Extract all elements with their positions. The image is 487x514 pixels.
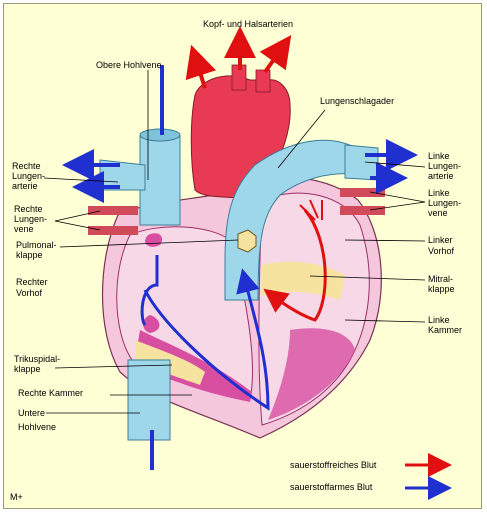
arrow-head-neck-3: [259, 34, 292, 74]
leader-trikuspidalklappe: [54, 364, 173, 369]
label-rechte-lungenvene: Rechte Lungen- vene: [14, 204, 50, 234]
leader-rechte-lungenvene-1: [54, 210, 101, 222]
label-linker-vorhof: Linker Vorhof: [428, 235, 455, 256]
arrow-left-vein-branches: [299, 199, 323, 221]
leader-linke-lungenvene-2: [369, 201, 426, 211]
aorta-branch-2: [255, 69, 271, 93]
label-kopf-halsarterien: Kopf- und Halsarterien: [203, 19, 293, 29]
leader-linke-kammer: [344, 319, 426, 323]
label-rechter-vorhof: Rechter Vorhof: [16, 277, 50, 298]
left-pulmonary-vein-2: [340, 206, 385, 215]
label-trikuspidalklappe: Trikuspidal- klappe: [14, 354, 63, 374]
label-linke-kammer: Linke Kammer: [428, 315, 462, 335]
pulmonary-trunk: [224, 139, 363, 301]
label-linke-lungenarterie: Linke Lungen- arterie: [428, 151, 464, 181]
label-mitralklappe: Mitral- klappe: [428, 274, 456, 294]
label-rechte-lungenarterie: Rechte Lungen- arterie: [12, 161, 48, 191]
right-pulmonary-vein-1: [88, 206, 138, 215]
leader-rechte-lungenvene-2: [54, 220, 101, 231]
leader-mitralklappe: [309, 275, 426, 281]
leader-pulmonalklappe: [59, 239, 239, 248]
label-pulmonalklappe: Pulmonal- klappe: [16, 240, 59, 260]
label-linke-lungenvene: Linke Lungen- vene: [428, 188, 464, 218]
left-ventricle-muscle: [268, 328, 355, 420]
left-pulmonary-vein-1: [340, 188, 385, 197]
arrow-right-chamber-flow: [140, 255, 270, 411]
legend-oxygen-rich-label: sauerstoffreiches Blut: [290, 460, 377, 470]
right-ventricle-papillary: [143, 315, 160, 333]
leader-linke-lungenarterie: [364, 161, 426, 168]
pulmonary-valve: [237, 229, 257, 253]
label-rechte-kammer: Rechte Kammer: [18, 388, 83, 398]
superior-vena-cava: [139, 134, 181, 226]
signature: M+: [10, 492, 23, 502]
leader-lungenschlagader: [277, 109, 326, 169]
label-untere-hohlvene: Untere Hohlvene: [18, 408, 56, 432]
label-lungenschlagader: Lungenschlagader: [320, 96, 394, 106]
right-pulmonary-vein-2: [88, 226, 138, 235]
legend-oxygen-poor-label: sauerstoffarmes Blut: [290, 482, 373, 492]
leader-rechte-lungenarterie: [43, 177, 119, 183]
label-obere-hohlvene: Obere Hohlvene: [96, 60, 162, 70]
leader-linker-vorhof: [344, 239, 426, 242]
arrow-head-neck-1: [185, 44, 217, 89]
inferior-vena-cava: [127, 359, 171, 441]
arrow-left-atrium-flow: [263, 209, 327, 322]
leader-linke-lungenvene-1: [369, 191, 426, 203]
